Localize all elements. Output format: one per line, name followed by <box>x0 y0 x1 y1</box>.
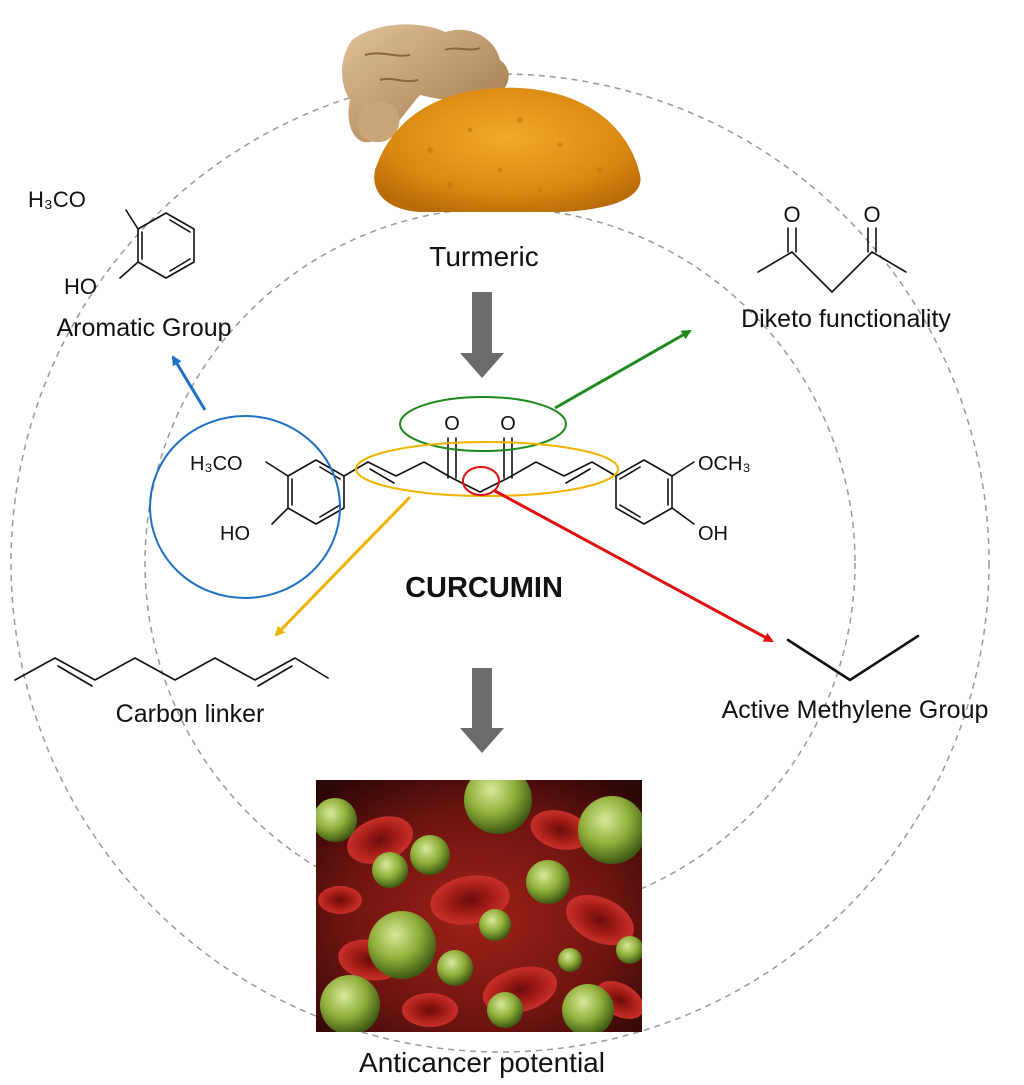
turmeric-label: Turmeric <box>429 241 538 272</box>
aromatic-highlight-circle <box>149 415 341 599</box>
aromatic-group-label: Aromatic Group <box>56 314 231 342</box>
carbon-linker-structure <box>14 657 329 687</box>
methylene-pointer-arrow <box>494 489 774 643</box>
diketo-highlight-ellipse <box>399 396 567 452</box>
curcumin-oxygen-2: O <box>500 413 516 435</box>
flow-arrow-turmeric-to-curcumin <box>460 292 504 378</box>
aromatic-group-structure: H₃CO HO <box>28 187 195 299</box>
aromatic-methoxy-label: H₃CO <box>28 187 86 212</box>
curcumin-right-hydroxy: OH <box>698 523 728 545</box>
curcumin-right-methoxy: OCH₃ <box>698 453 751 475</box>
curcumin-left-hydroxy: HO <box>220 523 250 545</box>
carbon-linker-pointer-arrow <box>274 495 412 637</box>
diketo-pointer-arrow <box>554 329 692 410</box>
methylene-highlight-circle <box>462 466 500 496</box>
anticancer-image <box>316 780 642 1032</box>
turmeric-image <box>342 24 641 212</box>
flow-arrow-curcumin-to-anticancer <box>460 668 504 753</box>
curcumin-left-methoxy: H₃CO <box>190 453 243 475</box>
diketo-functionality-label: Diketo functionality <box>741 305 951 333</box>
methylene-label: Active Methylene Group <box>722 696 989 724</box>
diketo-structure: O O <box>757 202 907 293</box>
anticancer-label: Anticancer potential <box>359 1047 605 1078</box>
carbon-linker-label: Carbon linker <box>116 700 265 728</box>
aromatic-hydroxy-label: HO <box>64 274 97 299</box>
curcumin-label: CURCUMIN <box>405 572 563 604</box>
carbon-linker-highlight-ellipse <box>355 441 619 497</box>
diketo-oxygen-2: O <box>863 202 880 227</box>
curcumin-structure: H₃CO HO O O OCH₃ OH <box>190 413 751 545</box>
diketo-oxygen-1: O <box>783 202 800 227</box>
curcumin-oxygen-1: O <box>444 413 460 435</box>
methylene-structure <box>786 634 920 682</box>
aromatic-pointer-arrow <box>171 355 207 411</box>
